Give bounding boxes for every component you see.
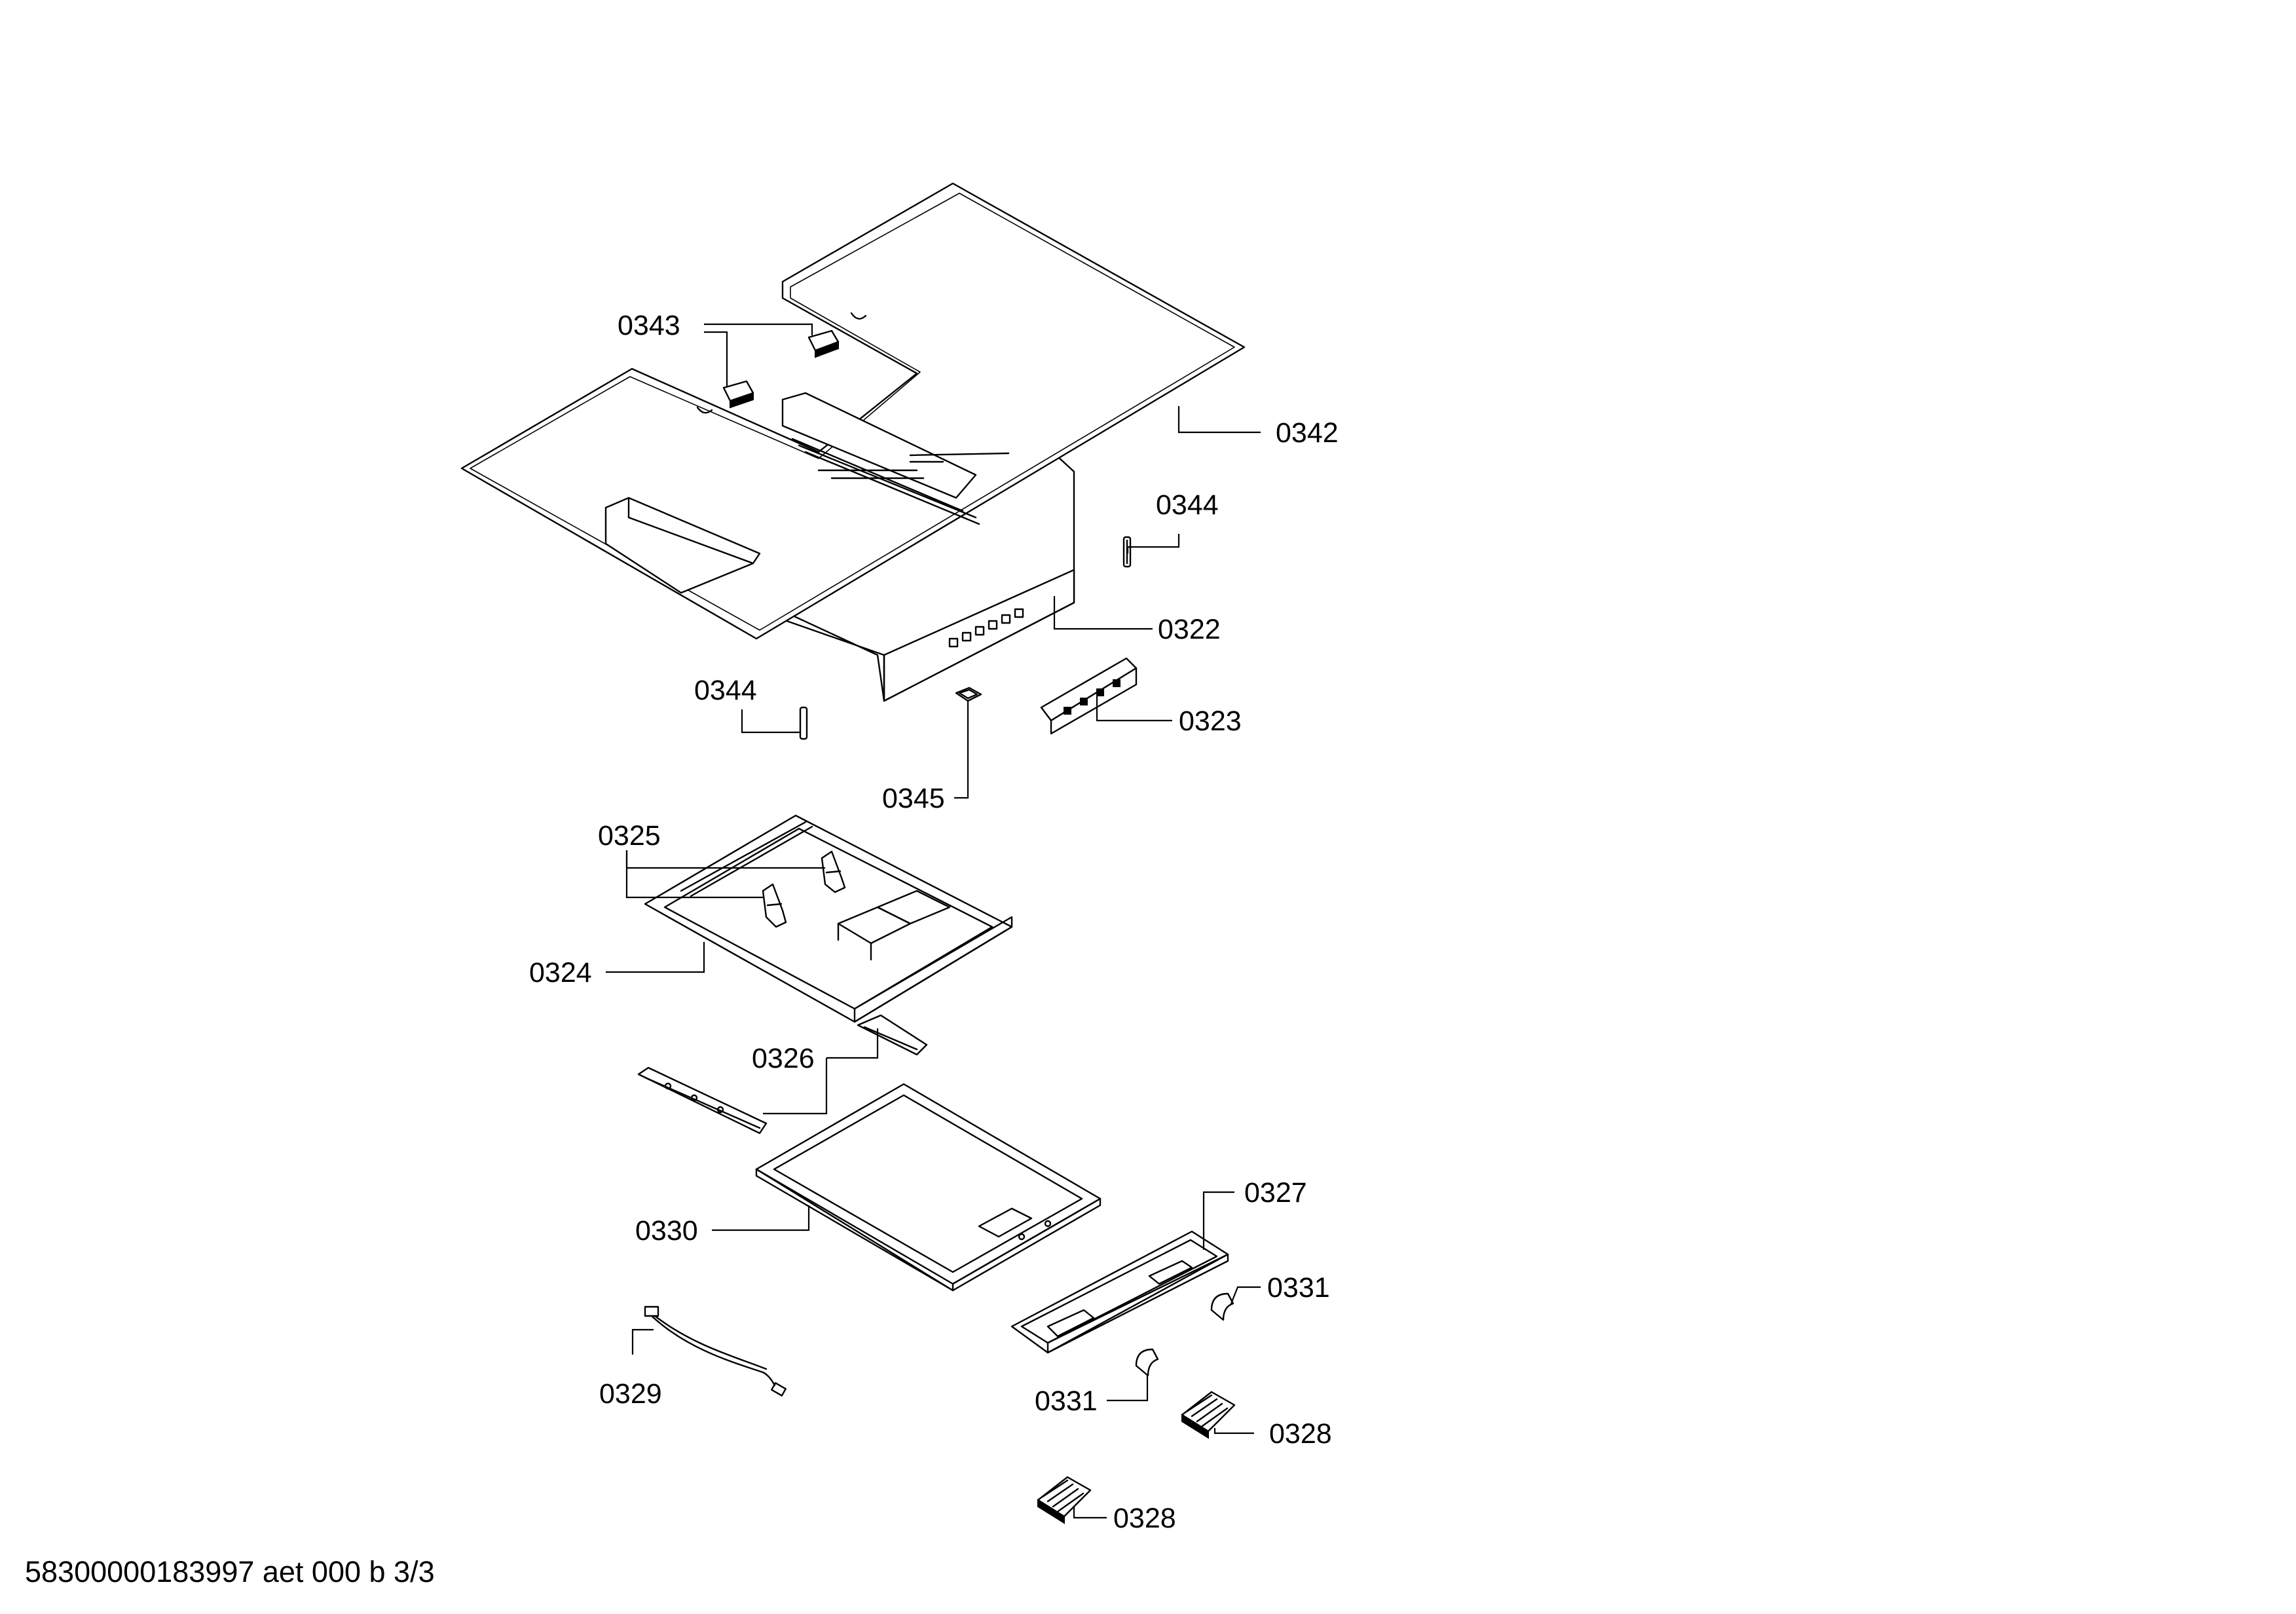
callout-0327: 0327	[1244, 1177, 1307, 1209]
part-0328-lamp-holder-upper	[1181, 1391, 1236, 1439]
part-0329-wire-harness	[644, 1305, 787, 1397]
part-0326-side-rail	[637, 1066, 768, 1135]
part-0342-glass-plate	[460, 182, 1246, 640]
part-0324-base-frame	[644, 814, 1013, 1056]
callout-0329: 0329	[599, 1378, 662, 1410]
part-0331-clip-right	[1210, 1292, 1234, 1321]
leader-0342	[1177, 406, 1261, 434]
leader-0326-lower	[763, 1058, 828, 1115]
callout-0325: 0325	[598, 820, 661, 852]
callout-0324: 0324	[529, 957, 592, 988]
leader-0325-lower	[625, 850, 763, 899]
part-0331-clip-left	[1135, 1348, 1159, 1377]
part-0325-bracket-upper	[821, 850, 846, 893]
control-buttons	[948, 608, 1024, 648]
callout-0331-left: 0331	[1035, 1385, 1098, 1417]
leader-0322	[1053, 596, 1153, 630]
part-0327-lamp-frame	[1010, 1230, 1229, 1354]
document-footer-code: 58300000183997 aet 000 b 3/3	[25, 1555, 435, 1588]
callout-0343: 0343	[618, 310, 680, 341]
leader-0328-upper	[1213, 1428, 1254, 1435]
leader-0343-upper	[704, 323, 813, 335]
part-0343-clip-lower	[722, 380, 754, 409]
part-0323-control-module	[1040, 657, 1138, 735]
part-0344-pin-lower	[799, 706, 808, 740]
part-0328-lamp-holder-lower	[1037, 1476, 1092, 1524]
callout-0330: 0330	[635, 1215, 698, 1247]
leader-0329	[631, 1328, 654, 1355]
callout-0328-lower: 0328	[1113, 1503, 1176, 1534]
part-0345-small-pad	[955, 686, 982, 702]
leader-0328-lower	[1073, 1507, 1107, 1519]
part-0343-clip-upper	[807, 329, 840, 358]
leader-0345	[954, 701, 969, 799]
leader-0330	[712, 1205, 810, 1231]
leader-0344-lower	[741, 709, 800, 734]
leader-lines	[606, 323, 1261, 1519]
callout-0323: 0323	[1179, 705, 1242, 737]
leader-0331-right	[1230, 1286, 1261, 1304]
leader-0327	[1202, 1191, 1234, 1250]
callout-0331-right: 0331	[1267, 1272, 1330, 1304]
callout-0326: 0326	[752, 1043, 815, 1074]
leader-0323	[1096, 696, 1172, 722]
callout-0344-lower: 0344	[694, 675, 757, 706]
leader-0324	[606, 942, 705, 973]
leader-0326-upper	[826, 1028, 879, 1059]
callout-0345: 0345	[882, 783, 945, 814]
callout-0322: 0322	[1158, 614, 1221, 645]
callout-0344-upper: 0344	[1156, 489, 1219, 521]
callout-0342: 0342	[1276, 417, 1339, 449]
callout-0328-upper: 0328	[1269, 1418, 1332, 1450]
leader-0343-lower	[704, 331, 728, 386]
part-0325-bracket-lower	[762, 883, 787, 928]
callout-labels: 0343 0342 0344 0322 0344 0323 0345 0325 …	[529, 310, 1339, 1534]
leader-0344-upper	[1126, 534, 1180, 554]
leader-0331-left	[1107, 1376, 1149, 1402]
part-0330-grease-filter	[755, 1083, 1102, 1292]
